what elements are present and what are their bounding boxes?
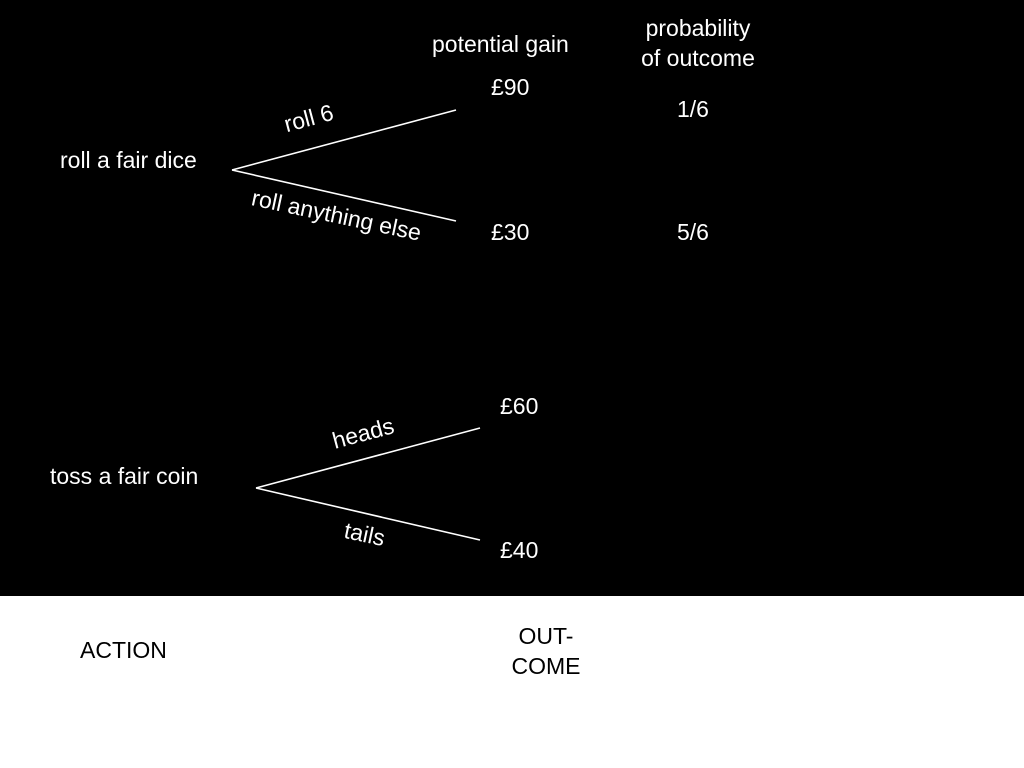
coin-action-label: toss a fair coin <box>50 463 199 489</box>
header-potential-gain: potential gain <box>432 31 569 57</box>
dice-branch-top-line <box>231 109 457 171</box>
coin-gain-top: £60 <box>500 393 539 419</box>
coin-branch-top-line <box>255 427 481 489</box>
tree-lines <box>231 109 481 541</box>
header-probability-line2: of outcome <box>641 44 755 71</box>
coin-branch-bottom-line <box>255 487 481 541</box>
footer-outcome-line1: OUT- <box>518 623 574 649</box>
dice-gain-bottom: £30 <box>491 219 530 245</box>
dice-action-label: roll a fair dice <box>60 147 197 173</box>
header-probability-line1: probability <box>645 15 751 41</box>
footer-outcome-label: OUT- COME <box>496 622 596 682</box>
dice-prob-top: 1/6 <box>677 96 709 122</box>
header-probability: probability of outcome <box>630 14 766 74</box>
dice-branch-bottom-line <box>231 169 457 222</box>
footer-outcome-line2: COME <box>511 652 581 679</box>
footer-action-label: ACTION <box>80 637 167 663</box>
dice-prob-bottom: 5/6 <box>677 219 709 245</box>
coin-gain-bottom: £40 <box>500 537 539 563</box>
dice-gain-top: £90 <box>491 74 530 100</box>
decision-tree-panel: potential gain probability of outcome ro… <box>0 0 1024 596</box>
